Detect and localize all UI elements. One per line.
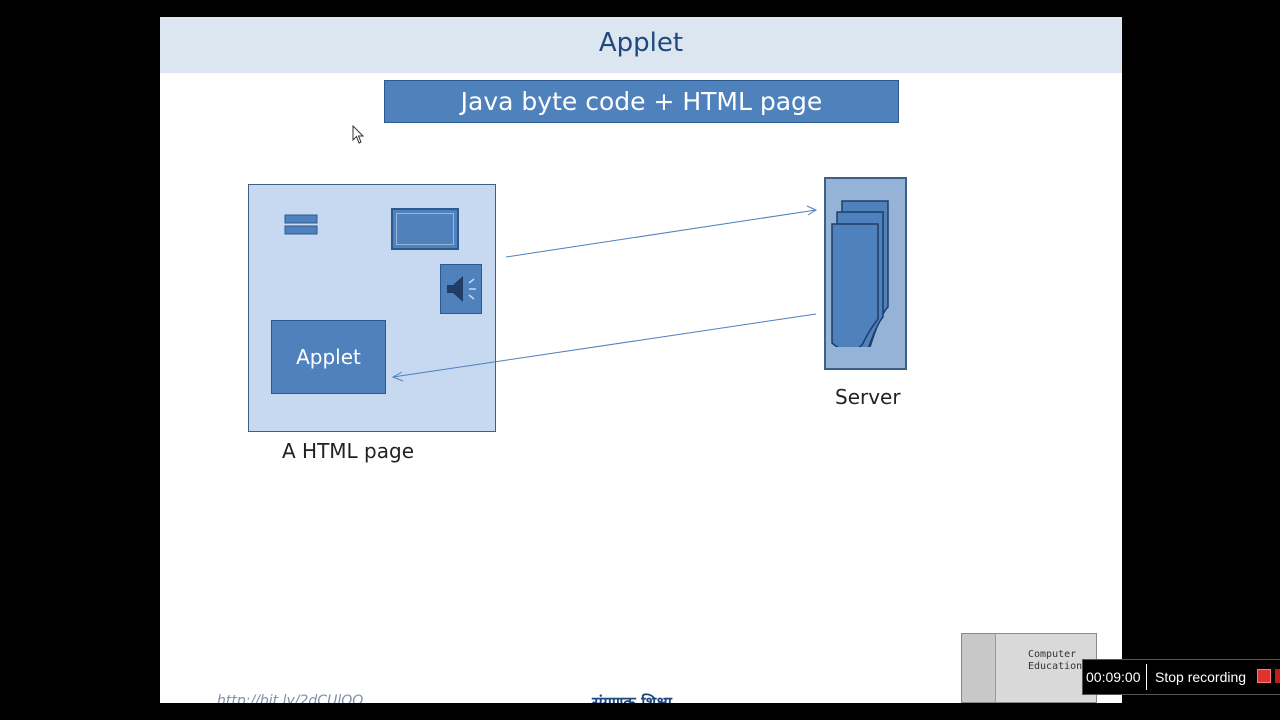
server-caption: Server [835,385,901,409]
request-arrow [505,209,817,258]
request-response-arrows [391,205,818,382]
header-box: Java byte code + HTML page [384,80,899,123]
logo-text: Computer Education [1028,649,1083,672]
recording-timer: 00:09:00 [1086,669,1141,685]
stop-recording-button[interactable]: Stop recording [1155,669,1247,685]
screen-icon [391,208,459,250]
document-stack-icon [831,200,889,347]
applet-box: Applet [271,320,386,394]
slide-title: Applet [598,28,684,58]
html-page-caption: A HTML page [282,439,415,463]
stop-icon[interactable] [1257,669,1271,683]
speaker-icon [440,264,482,314]
response-arrow [392,313,817,378]
response-arrow-head [391,371,404,382]
slide: Applet Java byte code + HTML page Applet… [160,17,1122,703]
logo-panel [995,634,1096,702]
stop-icon-edge [1275,669,1280,683]
footer-hindi-text: संगणक शिक्षा [592,693,672,703]
slide-title-bar: Applet [160,17,1122,73]
recorder-bar: 00:09:00 Stop recording [1082,659,1280,695]
request-arrow-head [806,205,818,216]
mouse-cursor-icon [352,125,365,144]
recorder-divider [1146,664,1147,690]
menu-icon [284,214,318,235]
computer-education-logo: Computer Education [961,633,1097,703]
footer-link[interactable]: http://bit.ly/2dCUlOO [217,693,364,703]
